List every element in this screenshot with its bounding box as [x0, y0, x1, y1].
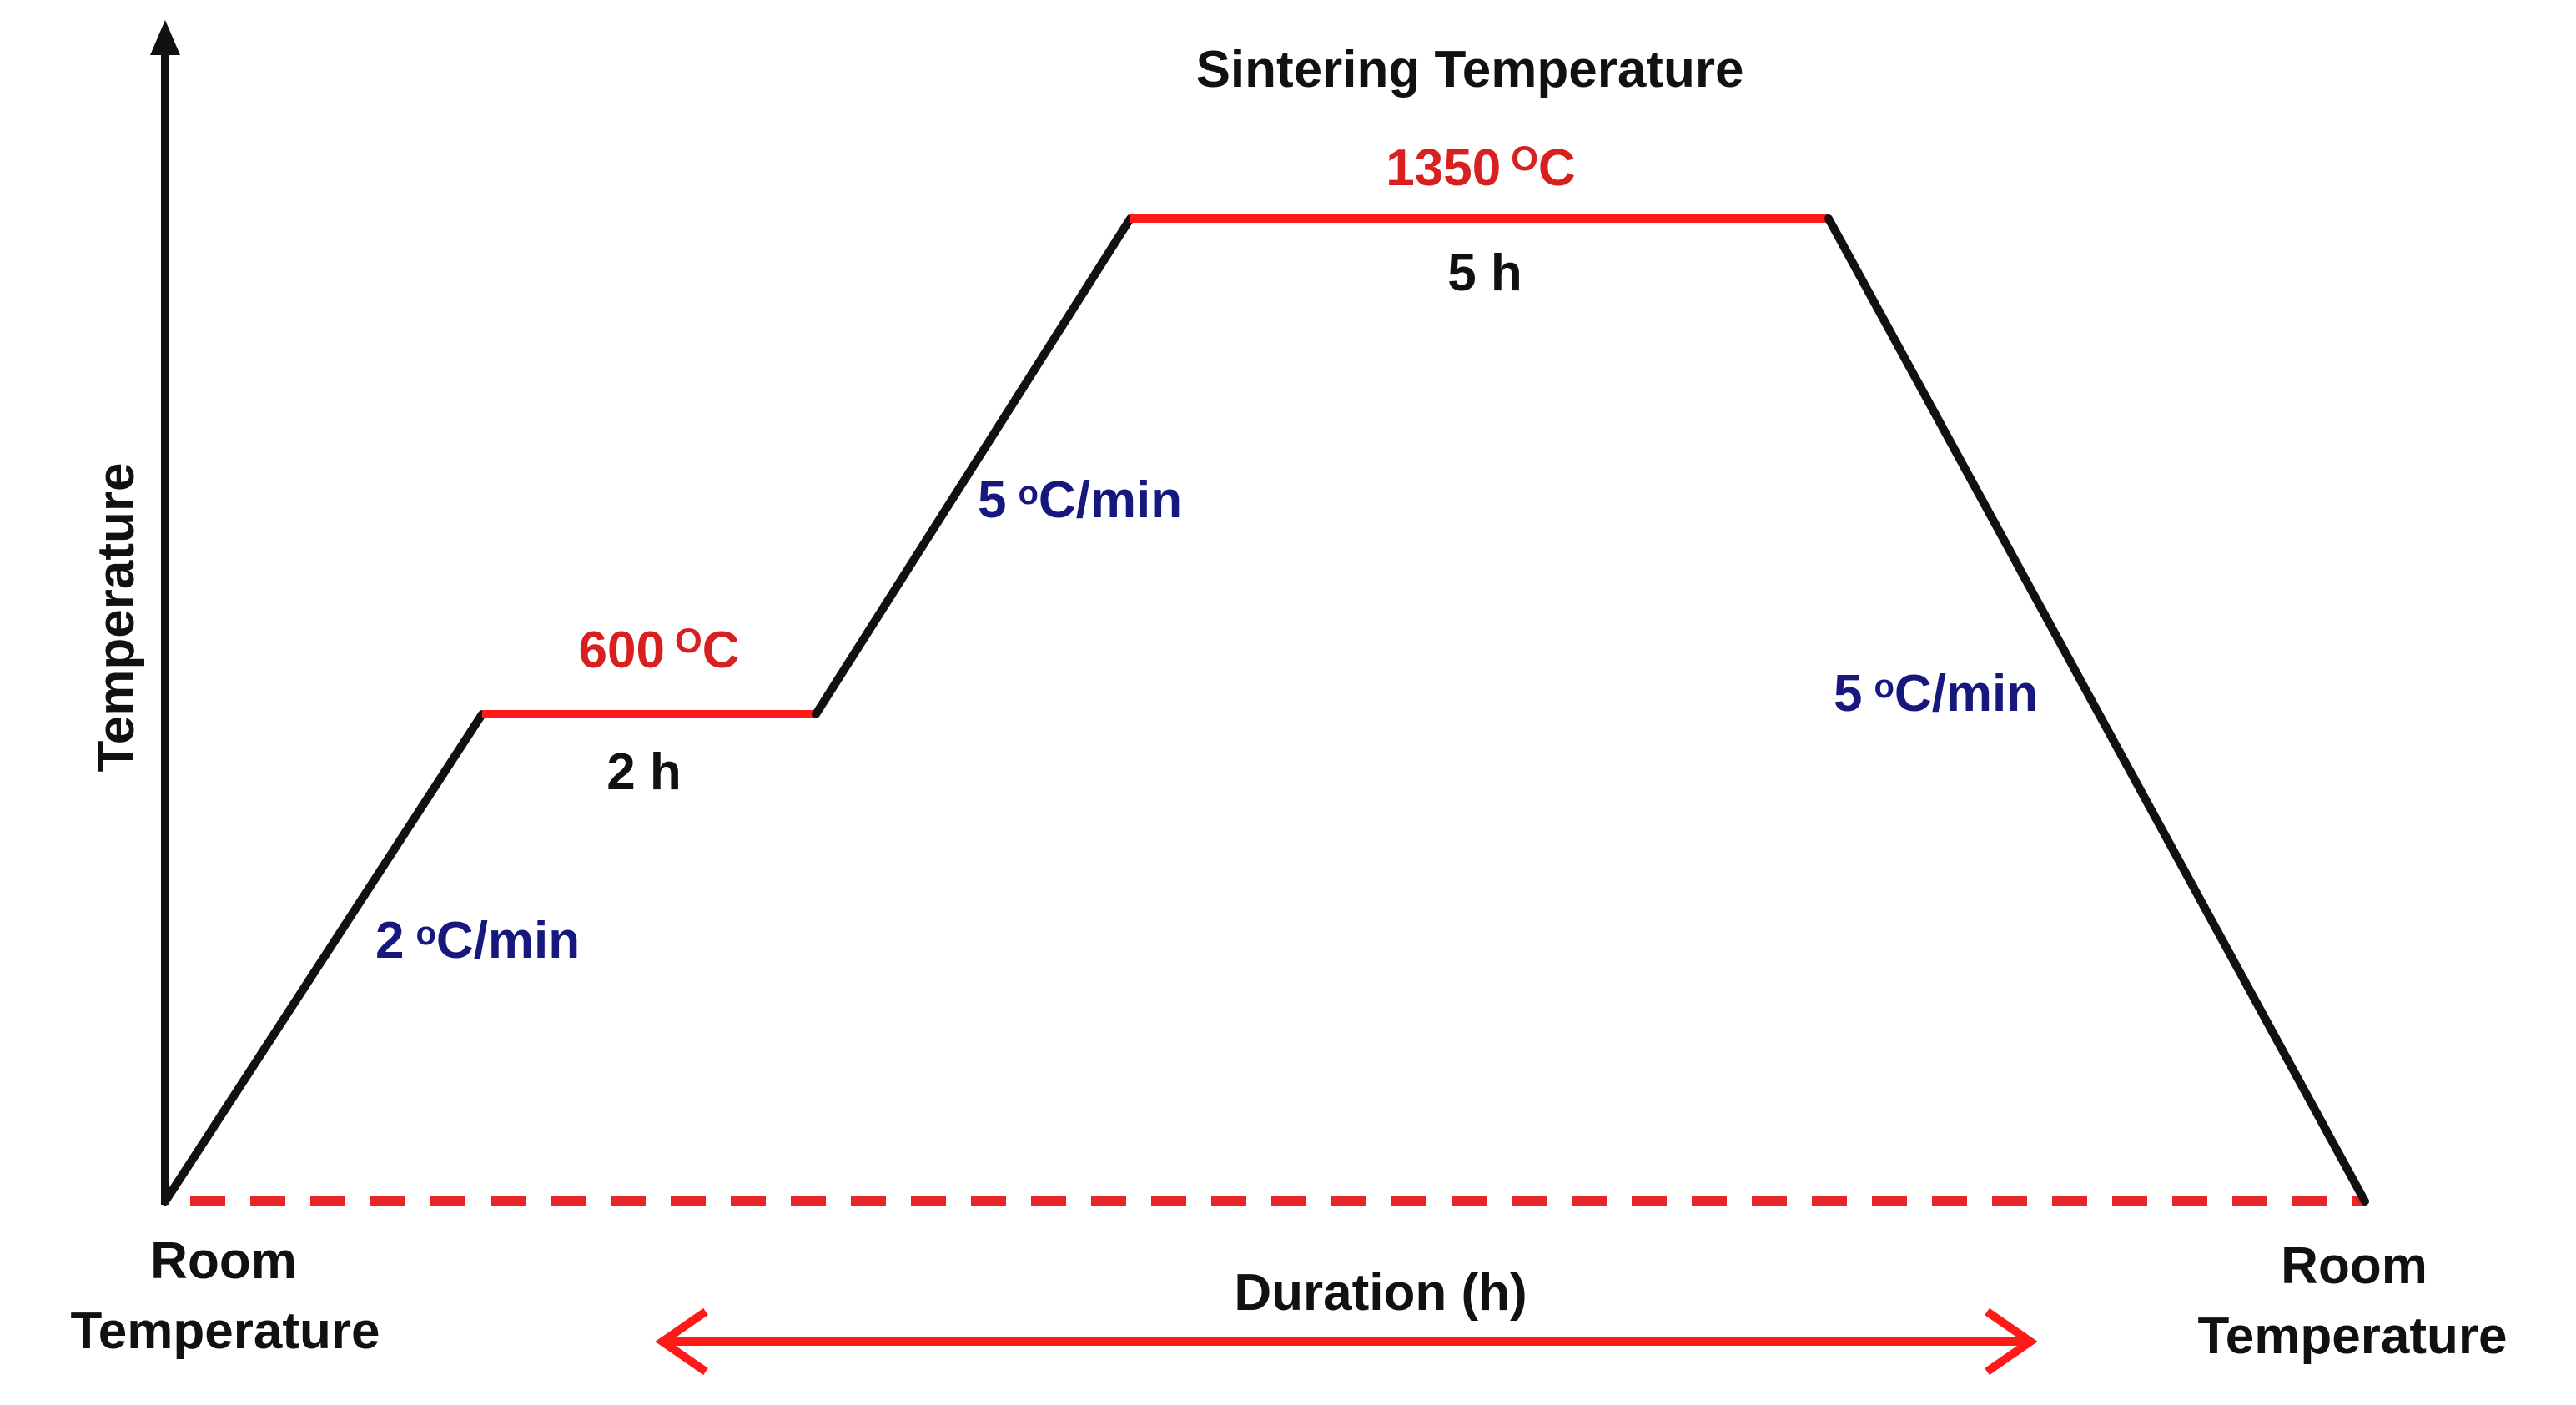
degree-symbol: o [415, 915, 435, 952]
degree-symbol: o [1018, 475, 1038, 511]
start-room-temperature-line2: Temperature [71, 1302, 380, 1360]
ramp-1-rate-value: 2 [375, 912, 404, 969]
hold-1350-temp-unit: C [1538, 139, 1576, 197]
y-axis-label: Temperature [88, 463, 145, 773]
duration-arrow-left-head [655, 1307, 708, 1376]
cooling-ramp [1824, 214, 2369, 1206]
duration-label: Duration (h) [1234, 1264, 1527, 1322]
heating-ramp-1 [161, 710, 486, 1206]
sintering-temperature-title: Sintering Temperature [1196, 41, 1744, 98]
cooling-rate-value: 5 [1834, 665, 1862, 723]
hold-600-temp-label: 600 OC [579, 621, 740, 679]
ramp-2-rate-value: 5 [978, 471, 1006, 529]
hold-1350-duration-label: 5 h [1447, 244, 1522, 302]
hold-600-temp-value: 600 [579, 622, 665, 679]
degree-symbol: o [1874, 668, 1894, 705]
hold-1350-temp-value: 1350 [1386, 139, 1501, 197]
duration-arrow-right-head [1985, 1307, 2038, 1376]
heating-ramp-2 [812, 214, 1135, 718]
hold-600-duration-label: 2 h [606, 743, 682, 801]
end-room-temperature-line1: Room [2281, 1237, 2428, 1295]
ramp-1-rate-unit: C/min [436, 912, 580, 969]
hold-600-temp-unit: C [702, 622, 740, 679]
ramp-2-rate-unit: C/min [1039, 471, 1182, 529]
end-room-temperature-line2: Temperature [2198, 1307, 2508, 1365]
cooling-rate-unit: C/min [1894, 665, 2038, 723]
degree-symbol: O [1511, 138, 1538, 178]
start-room-temperature-line1: Room [150, 1232, 297, 1290]
y-axis-arrowhead [150, 20, 180, 55]
degree-symbol: O [675, 621, 702, 660]
